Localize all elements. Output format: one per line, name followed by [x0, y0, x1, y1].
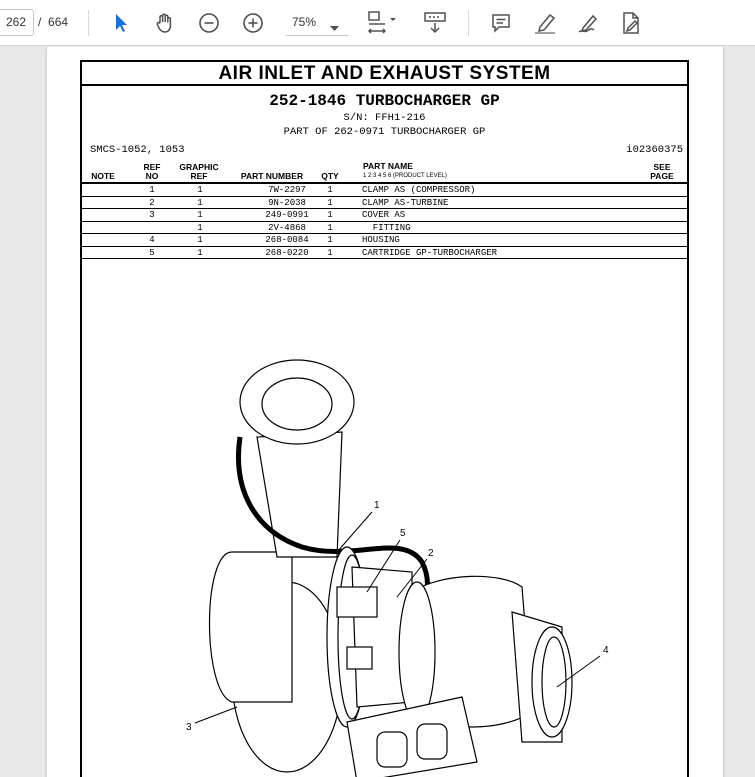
cell-part-name: CLAMP AS-TURBINE — [362, 197, 449, 208]
chevron-down-icon[interactable] — [330, 19, 339, 37]
cell-part-number: 9N-2038 — [268, 197, 306, 208]
cell-qty: 1 — [327, 210, 333, 220]
parts-page-frame: AIR INLET AND EXHAUST SYSTEM 252-1846 TU… — [80, 60, 689, 777]
cell-ref: 3 — [149, 210, 155, 220]
callout-label: 5 — [400, 528, 406, 539]
page-fit-icon[interactable] — [366, 10, 400, 36]
exhaust-flange-inner — [541, 636, 567, 728]
table-row: 1 2V-4868 1 FITTING — [82, 222, 687, 234]
cell-qty: 1 — [327, 197, 333, 208]
leader-line-2 — [396, 558, 428, 598]
intake-elbow — [256, 431, 343, 558]
toolbar-divider — [468, 10, 469, 36]
pdf-page: AIR INLET AND EXHAUST SYSTEM 252-1846 TU… — [47, 47, 723, 777]
zoom-level-select[interactable]: 75% — [286, 9, 348, 36]
col-ref-top: REF — [143, 162, 161, 172]
cell-part-name: COVER AS — [362, 210, 406, 220]
comment-icon[interactable] — [488, 10, 514, 36]
zoom-out-icon[interactable] — [196, 10, 222, 36]
inlet-port-left — [376, 731, 408, 768]
cell-qty: 1 — [327, 185, 333, 195]
table-row: 4 1 268-0084 1 HOUSING — [82, 234, 687, 247]
col-part-number: PART NUMBER — [240, 171, 304, 181]
cell-part-name: CLAMP AS (COMPRESSOR) — [362, 185, 476, 195]
table-row: 1 1 7W-2297 1 CLAMP AS (COMPRESSOR) — [82, 184, 687, 197]
draw-icon[interactable] — [576, 10, 602, 36]
col-qty: QTY — [321, 171, 339, 181]
cell-part-name: CARTRIDGE GP-TURBOCHARGER — [362, 247, 498, 258]
turbine-inlet-flange — [346, 696, 478, 777]
cell-graphic: 1 — [197, 210, 203, 220]
leader-line-4 — [556, 655, 601, 688]
cell-part-number: 268-0084 — [265, 235, 309, 245]
turbocharger-illustration: 1 5 2 4 3 — [186, 359, 609, 777]
callout-label: 2 — [428, 548, 434, 559]
edit-pdf-icon[interactable] — [618, 10, 644, 36]
part-of-line: PART OF 262-0971 TURBOCHARGER GP — [283, 126, 486, 138]
toolbar-divider — [88, 10, 89, 36]
smcs-code: SMCS-1052, 1053 — [90, 144, 185, 156]
col-ref-bottom: NO — [145, 171, 159, 181]
leader-line-3 — [194, 706, 238, 724]
cell-part-name: HOUSING — [362, 235, 400, 245]
inlet-port-right — [416, 723, 448, 760]
cell-qty: 1 — [327, 235, 333, 245]
table-row: 2 1 9N-2038 1 CLAMP AS-TURBINE — [82, 197, 687, 209]
turbine-clamp — [398, 581, 436, 723]
cell-part-number: 249-0991 — [265, 210, 309, 220]
cell-ref: 2 — [149, 197, 155, 208]
cell-graphic: 1 — [197, 222, 203, 233]
section-title: AIR INLET AND EXHAUST SYSTEM — [82, 62, 687, 86]
table-row: 3 1 249-0991 1 COVER AS — [82, 209, 687, 222]
cell-qty: 1 — [327, 247, 333, 258]
leader-line-1 — [336, 511, 373, 553]
cell-qty: 1 — [327, 222, 333, 233]
col-graphic-top: GRAPHIC — [179, 162, 219, 172]
cartridge-bracket — [336, 586, 378, 618]
compressor-body — [209, 551, 293, 703]
page-total-label: / 664 — [38, 15, 68, 29]
callout-label: 1 — [374, 500, 380, 511]
cell-graphic: 1 — [197, 197, 203, 208]
hand-icon[interactable] — [152, 10, 178, 36]
leader-line-5 — [366, 539, 401, 593]
callout-label: 4 — [603, 645, 609, 656]
scroll-mode-icon[interactable] — [420, 10, 450, 36]
zoom-in-icon[interactable] — [240, 10, 266, 36]
document-viewer[interactable]: AIR INLET AND EXHAUST SYSTEM 252-1846 TU… — [0, 47, 755, 777]
page-total: 664 — [48, 15, 69, 29]
cell-ref: 1 — [149, 185, 155, 195]
page-separator: / — [38, 15, 42, 29]
pdf-toolbar: 262 / 664 75% — [0, 0, 755, 46]
col-see-bottom: PAGE — [650, 171, 674, 181]
product-level-legend: 1 2 3 4 5 6 (PRODUCT LEVEL) — [363, 173, 447, 179]
cell-graphic: 1 — [197, 235, 203, 245]
cartridge-fitting — [346, 646, 373, 670]
col-graphic-bottom: REF — [190, 171, 208, 181]
col-part-name: PART NAME — [363, 161, 413, 171]
cell-ref: 4 — [149, 235, 155, 245]
page-number-input[interactable]: 262 — [0, 9, 34, 36]
intake-flange-inner — [261, 377, 333, 431]
table-row: 5 1 268-0220 1 CARTRIDGE GP-TURBOCHARGER — [82, 247, 687, 259]
serial-number: S/N: FFH1-216 — [343, 112, 426, 124]
document-id: i02360375 — [626, 144, 683, 156]
callout-label: 3 — [186, 722, 192, 733]
cell-part-number: 268-0220 — [265, 247, 309, 258]
col-note: NOTE — [91, 171, 115, 181]
group-title: 252-1846 TURBOCHARGER GP — [269, 92, 500, 110]
highlight-icon[interactable] — [532, 10, 558, 36]
cell-graphic: 1 — [197, 247, 203, 258]
header-rule — [82, 182, 687, 184]
col-see-top: SEE — [653, 162, 671, 172]
cell-graphic: 1 — [197, 185, 203, 195]
cell-part-number: 2V-4868 — [268, 222, 306, 233]
cell-part-number: 7W-2297 — [268, 185, 306, 195]
cell-part-name: FITTING — [362, 222, 411, 233]
select-arrow-icon[interactable] — [108, 10, 134, 36]
cell-ref: 5 — [149, 247, 155, 258]
